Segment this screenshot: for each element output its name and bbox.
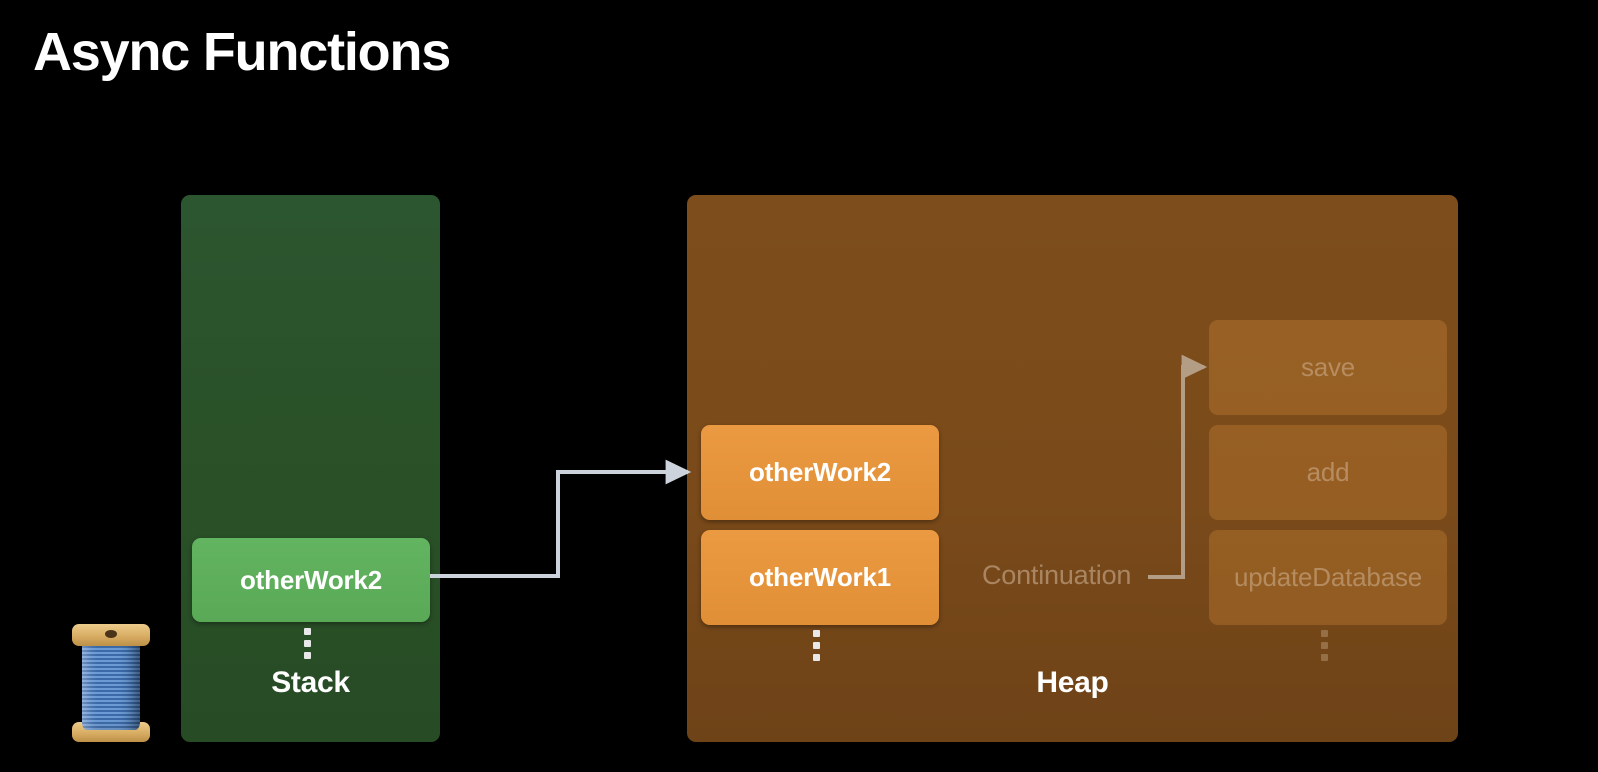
heap-frame-otherwork1[interactable]: otherWork1 [701, 530, 939, 625]
heap-frame-save[interactable]: save [1209, 320, 1447, 415]
stack-label: Stack [271, 666, 350, 699]
stack-to-heap-path [430, 459, 692, 578]
heap-frame-add[interactable]: add [1209, 425, 1447, 520]
thread-spool-icon [72, 618, 150, 744]
spool-hole [105, 630, 117, 638]
page-title: Async Functions [33, 22, 451, 82]
heap-right-ellipsis-icon [1321, 630, 1328, 661]
spool-thread [82, 632, 140, 730]
stack-panel: Stack [181, 195, 440, 742]
stack-ellipsis-icon [304, 628, 311, 659]
heap-label: Heap [1036, 666, 1109, 699]
continuation-label: Continuation [982, 560, 1132, 590]
heap-left-ellipsis-icon [813, 630, 820, 661]
heap-frame-updatedatabase[interactable]: updateDatabase [1209, 530, 1447, 625]
heap-frame-otherwork2[interactable]: otherWork2 [701, 425, 939, 520]
stack-frame-otherwork2[interactable]: otherWork2 [192, 538, 430, 622]
